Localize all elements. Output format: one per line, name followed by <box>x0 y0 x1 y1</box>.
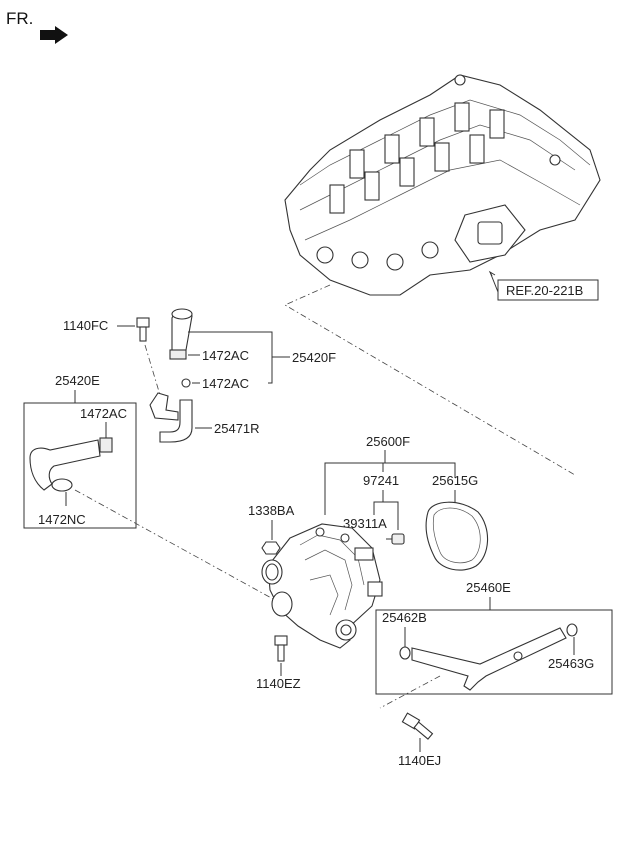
part-label-25420f: 25420F <box>292 350 336 365</box>
clamp-1472nc <box>51 478 73 492</box>
leader-97241-left <box>373 490 384 515</box>
reference-leader-arrow <box>488 270 496 277</box>
part-label-39311a: 39311A <box>343 516 387 531</box>
part-label-25471r: 25471R <box>214 421 260 436</box>
dashed-leader-head <box>284 284 576 476</box>
part-label-1338ba: 1338BA <box>248 503 295 518</box>
clamp-1472ac-box <box>99 437 113 453</box>
reference-label: REF.20-221B <box>506 283 583 298</box>
front-arrow-icon <box>40 26 68 44</box>
part-label-1472ac-b: 1472AC <box>202 376 249 391</box>
part-label-25462b: 25462B <box>382 610 427 625</box>
thermostat-housing-illustration <box>261 523 383 649</box>
front-direction-label: FR. <box>6 9 33 28</box>
bent-hose-25471r <box>159 399 193 443</box>
box-25460e <box>375 609 613 695</box>
clamp-1472ac-lower <box>181 378 191 388</box>
bolt-1140ez <box>274 635 288 662</box>
bolt-1140ej <box>401 712 434 740</box>
dashed-leader-1140fc <box>144 344 161 396</box>
gasket-25615g <box>425 501 489 571</box>
dashed-leader-box <box>74 489 276 601</box>
sensor-39311a <box>386 533 405 545</box>
part-label-1140ej: 1140EJ <box>398 753 441 768</box>
part-label-97241: 97241 <box>363 473 399 488</box>
coolant-pipe-25460e <box>411 627 567 691</box>
reference-box <box>497 279 599 301</box>
part-label-1472ac-c: 1472AC <box>80 406 127 421</box>
cylinder-head-illustration <box>284 74 601 296</box>
part-label-25460e: 25460E <box>466 580 511 595</box>
part-label-1472nc: 1472NC <box>38 512 86 527</box>
dashed-leader-pipe <box>379 675 441 709</box>
mounting-bracket <box>149 392 179 421</box>
part-label-25463g: 25463G <box>548 656 594 671</box>
part-label-25615g: 25615G <box>432 473 478 488</box>
part-label-25600f: 25600F <box>366 434 410 449</box>
o-ring-25463g <box>566 623 578 637</box>
part-label-1140fc: 1140FC <box>63 318 108 333</box>
leader-97241-right <box>383 501 399 530</box>
clamp-1472ac-upper <box>169 349 187 360</box>
box-25420e <box>23 402 137 529</box>
nut-1338ba <box>261 541 281 555</box>
lower-hose-25420e <box>29 439 101 491</box>
part-label-1472ac-a: 1472AC <box>202 348 249 363</box>
o-ring-25462b <box>399 646 411 660</box>
bolt-1140fc <box>136 317 150 342</box>
part-label-1140ez: 1140EZ <box>256 676 301 691</box>
bracket-25600f <box>324 462 456 515</box>
part-label-25420e: 25420E <box>55 373 100 388</box>
